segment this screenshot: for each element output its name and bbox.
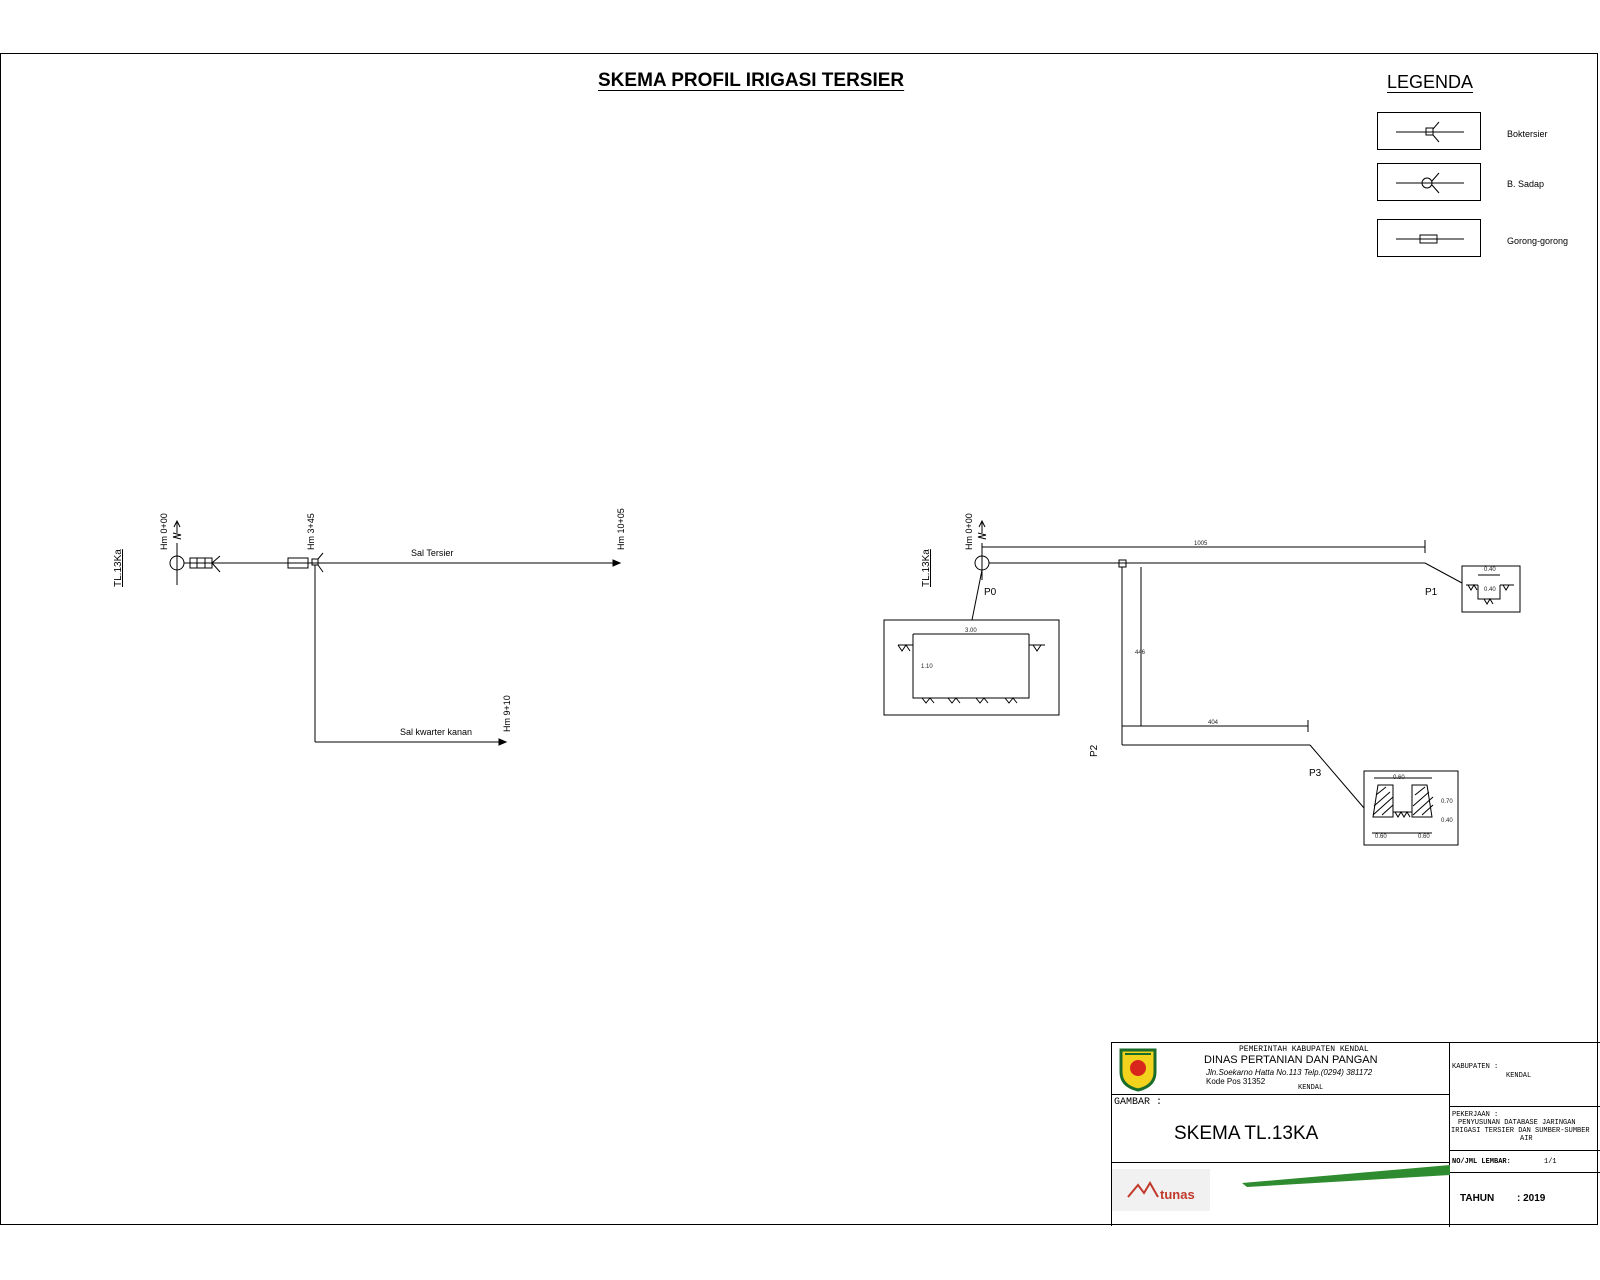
left-box-offtake: [311, 558, 319, 566]
sheet-cell: NO/JML LEMBAR: 1/1: [1450, 1151, 1600, 1173]
box-offtake-icon: [1396, 121, 1464, 143]
p3-right: 0.70: [1441, 799, 1453, 805]
agency-cell: PEMERINTAH KABUPATEN KENDAL DINAS PERTAN…: [1112, 1043, 1450, 1095]
pekerjaan-line2: IRIGASI TERSIER DAN SUMBER-SUMBER: [1451, 1127, 1590, 1135]
agency-line1: PEMERINTAH KABUPATEN KENDAL: [1239, 1045, 1369, 1054]
kabupaten-label: KABUPATEN :: [1452, 1063, 1499, 1071]
p1-section-frame: [1461, 565, 1521, 613]
dim-top-run: 1005: [1194, 541, 1208, 547]
drawing-title-cell: GAMBAR : SKEMA TL.13KA: [1112, 1095, 1450, 1163]
point-p2: P2: [1089, 744, 1100, 757]
right-hm0-arrow: [977, 519, 987, 540]
drawing-title: SKEMA PROFIL IRIGASI TERSIER: [598, 70, 905, 91]
pekerjaan-line3: AIR: [1520, 1135, 1533, 1143]
agency-city: KENDAL: [1298, 1084, 1324, 1092]
year-value: : 2019: [1517, 1193, 1546, 1204]
legend-label-gorong: Gorong-gorong: [1507, 236, 1569, 246]
legend-title: LEGENDA: [1387, 72, 1474, 92]
p3-leader: [1309, 744, 1365, 809]
point-p3: P3: [1309, 768, 1322, 779]
sheet-label: NO/JML LEMBAR:: [1452, 1158, 1511, 1166]
consultant-cell: tunas: [1112, 1163, 1450, 1227]
p1-top: 0.40: [1484, 567, 1496, 573]
agency-postal: Kode Pos 31352: [1206, 1077, 1266, 1086]
year-cell: TAHUN : 2019: [1450, 1173, 1600, 1227]
left-station-hm910: Hm 9+10: [502, 695, 512, 732]
kabupaten-value: KENDAL: [1506, 1072, 1532, 1080]
p0-section-profile: [912, 634, 1030, 699]
consultant-logo-icon: tunas: [1112, 1165, 1450, 1211]
p3-right2: 0.40: [1441, 818, 1453, 824]
p0-section-frame: [883, 619, 1060, 716]
left-tersier-arrowhead: [612, 559, 622, 567]
legend-label-boktersier: Boktersier: [1507, 129, 1548, 139]
p0-depth: 1.10: [921, 664, 933, 670]
p1-bottom: 0.40: [1484, 587, 1496, 593]
left-hm0-arrow: [172, 519, 182, 540]
gambar-label: GAMBAR :: [1114, 1097, 1163, 1108]
p1-leader: [1424, 562, 1463, 584]
legend-box-gorong: [1377, 219, 1481, 257]
pekerjaan-label: PEKERJAAN :: [1452, 1111, 1499, 1119]
year-label: TAHUN: [1460, 1193, 1495, 1204]
left-kwarter-arrowhead: [498, 738, 508, 746]
gambar-title: SKEMA TL.13KA: [1174, 1123, 1319, 1144]
dim-bottom-run: 404: [1208, 720, 1219, 726]
irrigation-schema-drawing: [169, 519, 1521, 846]
legend-box-bsadap: [1377, 163, 1481, 201]
left-sal-kwarter-label: Sal kwarter kanan: [400, 727, 473, 737]
left-station-hm345: Hm 3+45: [306, 513, 316, 550]
pekerjaan-cell: PEKERJAAN : PENYUSUNAN DATABASE JARINGAN…: [1450, 1107, 1600, 1151]
p3-section-frame: [1363, 770, 1459, 846]
left-station-hm1005: Hm 10+05: [616, 508, 626, 550]
legend-box-boktersier: [1377, 112, 1481, 150]
pekerjaan-line1: PENYUSUNAN DATABASE JARINGAN: [1458, 1119, 1576, 1127]
left-sal-tersier-label: Sal Tersier: [411, 548, 454, 558]
title-block: PEMERINTAH KABUPATEN KENDAL DINAS PERTAN…: [1111, 1042, 1600, 1227]
left-channel-id: TL.13Ka: [113, 549, 124, 587]
kendal-emblem-icon: [1119, 1048, 1157, 1092]
agency-line2: DINAS PERTANIAN DAN PANGAN: [1204, 1054, 1378, 1066]
p0-width: 3.00: [965, 628, 977, 634]
culvert-icon: [1396, 234, 1464, 244]
point-p1: P1: [1425, 587, 1438, 598]
p0-leader: [971, 569, 983, 621]
drawing-sheet: [0, 53, 1598, 1225]
right-channel-id: TL.13Ka: [921, 549, 932, 587]
dim-vertical-run: 446: [1135, 650, 1146, 656]
p3-top-mid: 0.60: [1393, 775, 1405, 781]
left-station-hm0: Hm 0+00: [159, 513, 169, 550]
sheet-value: 1/1: [1544, 1158, 1557, 1166]
legend-label-bsadap: B. Sadap: [1507, 179, 1545, 189]
kabupaten-cell: KABUPATEN : KENDAL: [1450, 1043, 1600, 1107]
p3-bottom-right: 0.60: [1418, 834, 1430, 840]
left-culvert-2: [287, 557, 309, 569]
svg-text:tunas: tunas: [1160, 1187, 1195, 1202]
circle-offtake-icon: [1396, 172, 1464, 194]
point-p0: P0: [984, 587, 997, 598]
p3-bottom-left: 0.60: [1375, 834, 1387, 840]
right-station-hm0: Hm 0+00: [964, 513, 974, 550]
agency-address: Jln.Soekarno Hatta No.113 Telp.(0294) 38…: [1206, 1068, 1373, 1077]
